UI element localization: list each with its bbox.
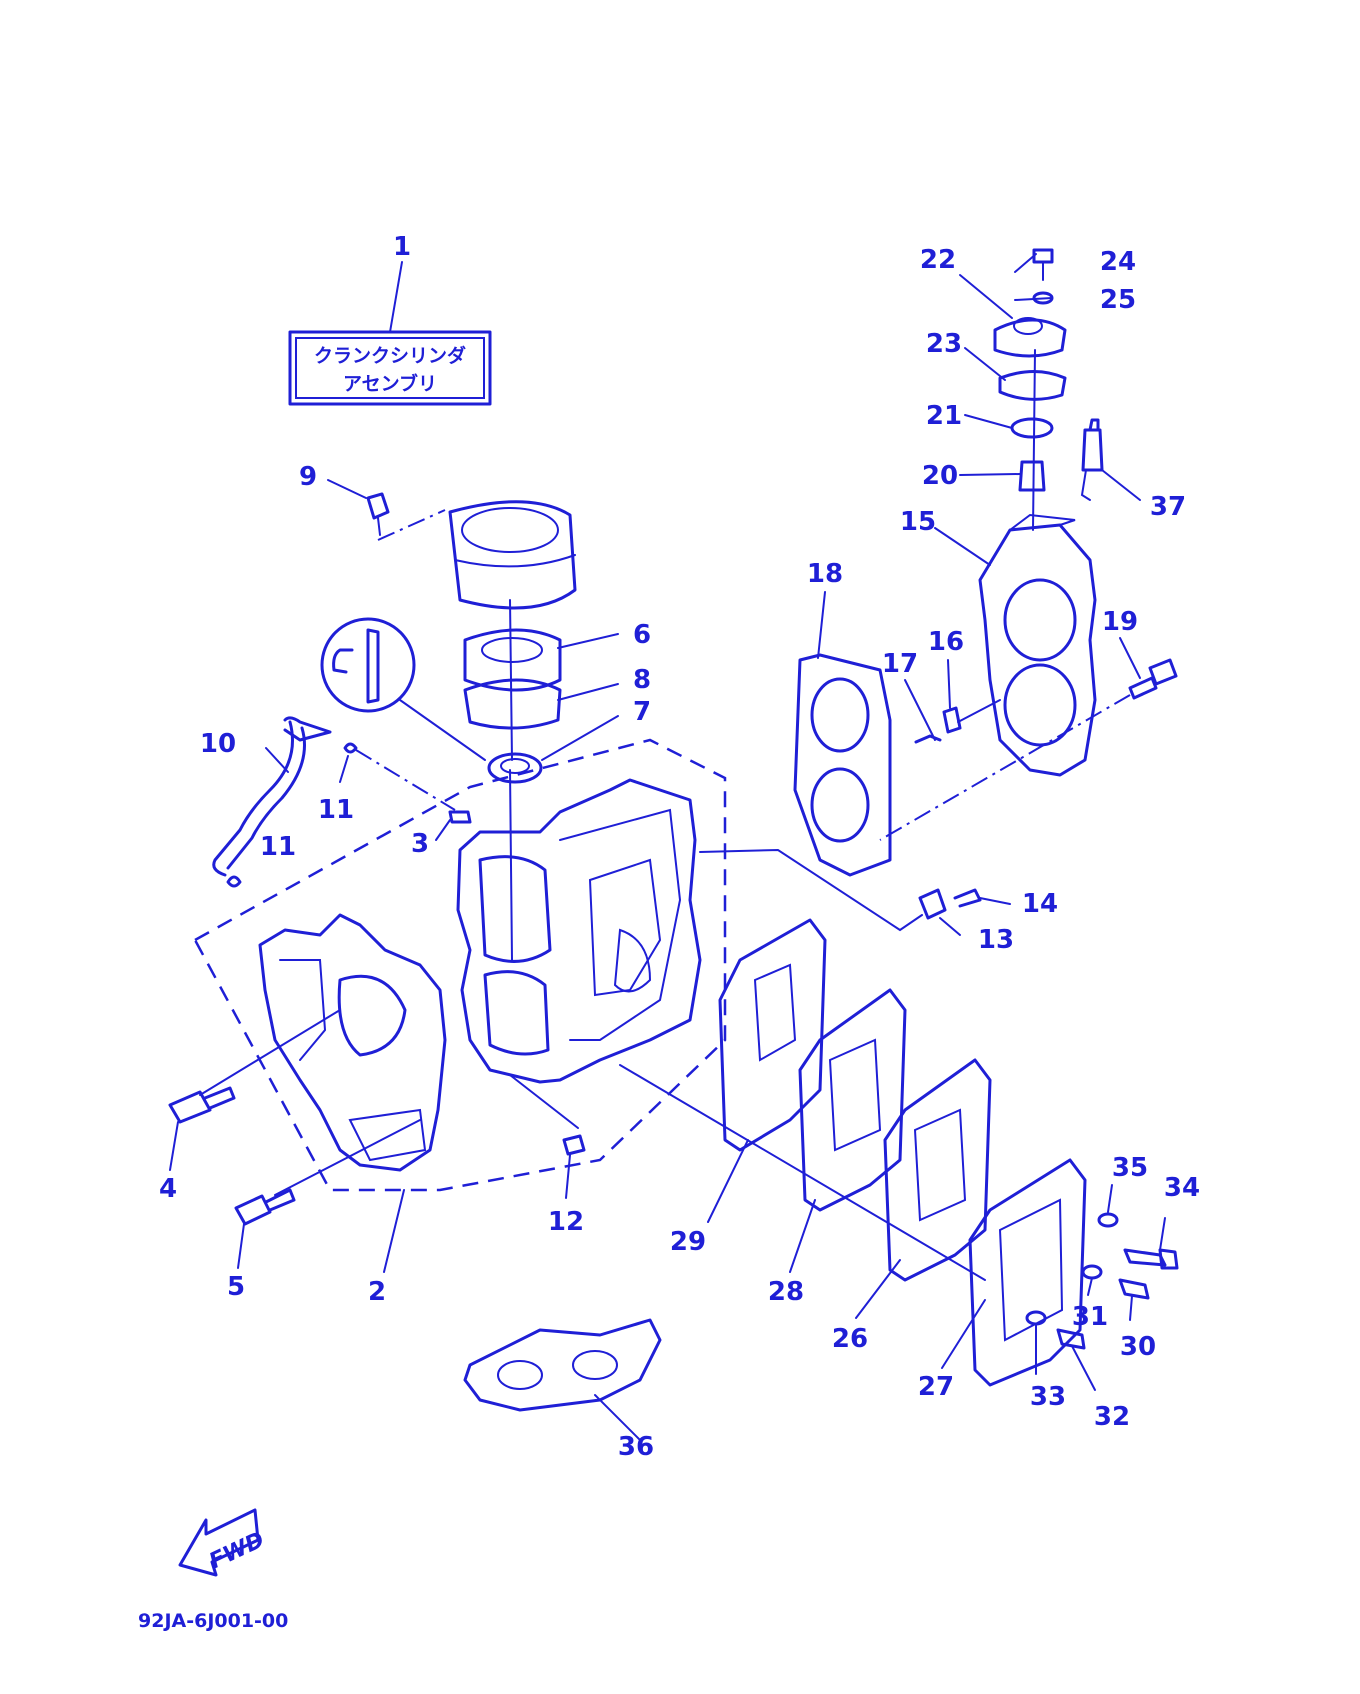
bolt-34 xyxy=(1123,1248,1179,1270)
assembly-name-box: クランクシリンダ アセンブリ xyxy=(288,261,492,406)
cylinder-block xyxy=(456,769,702,1084)
bolt-5 xyxy=(234,1188,296,1226)
callout-17: 17 xyxy=(882,649,918,679)
gasket-8 xyxy=(463,678,562,730)
gasket-23 xyxy=(998,370,1067,401)
callout-11-lower: 11 xyxy=(260,832,296,862)
cover-plate-27 xyxy=(968,1158,1087,1387)
callout-14: 14 xyxy=(1022,889,1058,919)
ring-21 xyxy=(1010,417,1054,439)
crankcase-assembly-outline xyxy=(193,738,727,1192)
callout-33: 33 xyxy=(1030,1382,1066,1412)
bolt-14 xyxy=(953,888,982,908)
gasket-26 xyxy=(883,1058,992,1282)
callout-31: 31 xyxy=(1072,1302,1108,1332)
callout-numbers: 1 2 3 4 5 6 7 8 9 10 11 11 12 13 14 15 1… xyxy=(159,232,1200,1462)
callout-34: 34 xyxy=(1164,1173,1200,1203)
anode-16 xyxy=(942,706,962,734)
crankcase xyxy=(199,913,447,1196)
callout-26: 26 xyxy=(832,1324,868,1354)
callout-27: 27 xyxy=(918,1372,954,1402)
callout-2: 2 xyxy=(368,1277,386,1307)
clip-11b xyxy=(226,875,242,888)
callout-5: 5 xyxy=(227,1272,245,1302)
callout-22: 22 xyxy=(920,245,956,275)
bolt-24 xyxy=(1032,248,1054,281)
washer-33 xyxy=(1025,1310,1047,1326)
assembly-name-line-1: クランクシリンダ xyxy=(314,344,466,367)
cylinder-head-15 xyxy=(978,513,1097,777)
detail-circle xyxy=(320,617,486,761)
callout-6: 6 xyxy=(633,620,651,650)
hose-10 xyxy=(212,716,332,877)
callout-1: 1 xyxy=(393,232,411,262)
callout-4: 4 xyxy=(159,1174,177,1204)
callout-30: 30 xyxy=(1120,1332,1156,1362)
callout-11-upper: 11 xyxy=(318,795,354,825)
thermostat-cover-22 xyxy=(993,317,1067,358)
bolt-19 xyxy=(1128,658,1178,700)
callout-16: 16 xyxy=(928,627,964,657)
gasket-28 xyxy=(798,988,907,1212)
callout-8: 8 xyxy=(633,665,651,695)
head-gasket-18 xyxy=(793,653,892,877)
callout-36: 36 xyxy=(618,1432,654,1462)
callout-23: 23 xyxy=(926,329,962,359)
gasket-29 xyxy=(718,918,827,1152)
screw-17 xyxy=(914,734,942,744)
callout-12: 12 xyxy=(548,1207,584,1237)
callout-28: 28 xyxy=(768,1277,804,1307)
callout-3: 3 xyxy=(411,829,429,859)
bolt-4 xyxy=(168,1086,236,1124)
seal-7 xyxy=(487,752,543,784)
callout-19: 19 xyxy=(1102,607,1138,637)
bolt-9 xyxy=(366,492,390,536)
drawing-code: 92JA-6J001-00 xyxy=(138,1610,288,1632)
gasket-36 xyxy=(463,1318,662,1412)
callout-25: 25 xyxy=(1100,285,1136,315)
callout-18: 18 xyxy=(807,559,843,589)
dowel-pin-12 xyxy=(509,1074,586,1156)
callout-9: 9 xyxy=(299,462,317,492)
callout-35: 35 xyxy=(1112,1153,1148,1183)
bolt-30 xyxy=(1118,1278,1150,1300)
washer-35 xyxy=(1097,1212,1119,1228)
callout-7: 7 xyxy=(633,697,651,727)
callout-10: 10 xyxy=(200,729,236,759)
clip-11a xyxy=(343,742,358,754)
bolt-32 xyxy=(1056,1328,1086,1350)
callout-15: 15 xyxy=(900,507,936,537)
forward-arrow: FWD xyxy=(178,1508,269,1577)
leader-lines xyxy=(169,253,1166,1441)
washer-31 xyxy=(1081,1264,1103,1280)
dowel-pin-3 xyxy=(448,810,472,824)
exhaust-cover-top xyxy=(448,500,577,610)
callout-37: 37 xyxy=(1150,492,1186,522)
spark-plug-37 xyxy=(1080,418,1104,501)
cylinder-sleeve-6 xyxy=(463,628,562,692)
fwd-label: FWD xyxy=(206,1528,269,1575)
callout-20: 20 xyxy=(922,461,958,491)
callout-21: 21 xyxy=(926,401,962,431)
assembly-name-line-2: アセンブリ xyxy=(343,372,437,395)
callout-29: 29 xyxy=(670,1227,706,1257)
callout-32: 32 xyxy=(1094,1402,1130,1432)
thermostat-20 xyxy=(1018,460,1046,492)
callout-13: 13 xyxy=(978,925,1014,955)
callout-24: 24 xyxy=(1100,247,1136,277)
anode-13 xyxy=(918,888,947,920)
